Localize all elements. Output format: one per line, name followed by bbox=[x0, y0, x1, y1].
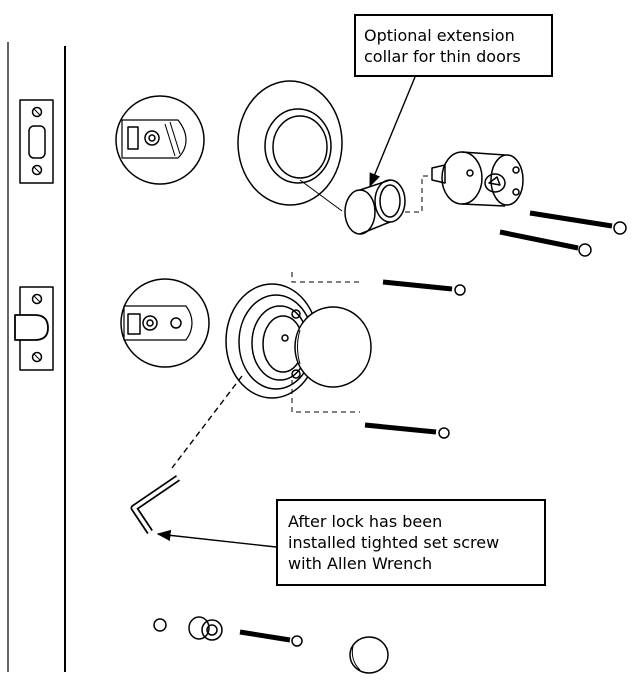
callout-line: Optional extension bbox=[364, 26, 515, 45]
extension-collar-callout: Optional extension collar for thin doors bbox=[354, 14, 553, 77]
strike-plate-top bbox=[19, 99, 54, 184]
callout-line: After lock has been bbox=[288, 512, 443, 531]
callout-line: installed tighted set screw bbox=[288, 533, 500, 552]
wrench-arrow bbox=[156, 529, 277, 548]
set-screw-callout: After lock has been installed tighted se… bbox=[276, 499, 546, 586]
allen-wrench bbox=[130, 475, 180, 534]
through-bolts-top bbox=[499, 210, 627, 257]
loose-parts bbox=[153, 616, 389, 674]
allen-guide-dashes bbox=[171, 375, 243, 469]
extension-collar bbox=[344, 179, 406, 235]
inside-knob bbox=[294, 306, 372, 388]
alignment-dashes-top bbox=[405, 175, 432, 213]
lock-cylinder bbox=[431, 151, 524, 207]
mounting-screws bbox=[364, 279, 466, 439]
collar-arrow bbox=[369, 76, 416, 188]
callout-line: with Allen Wrench bbox=[288, 554, 433, 573]
detail-inset-bottom bbox=[120, 278, 210, 368]
outside-rose bbox=[237, 80, 343, 212]
alignment-dashes-bottom bbox=[291, 272, 360, 413]
callout-line: collar for thin doors bbox=[364, 47, 521, 66]
detail-inset-top bbox=[115, 95, 205, 185]
door-edge bbox=[7, 42, 66, 672]
latch-plate-bottom bbox=[14, 286, 54, 371]
